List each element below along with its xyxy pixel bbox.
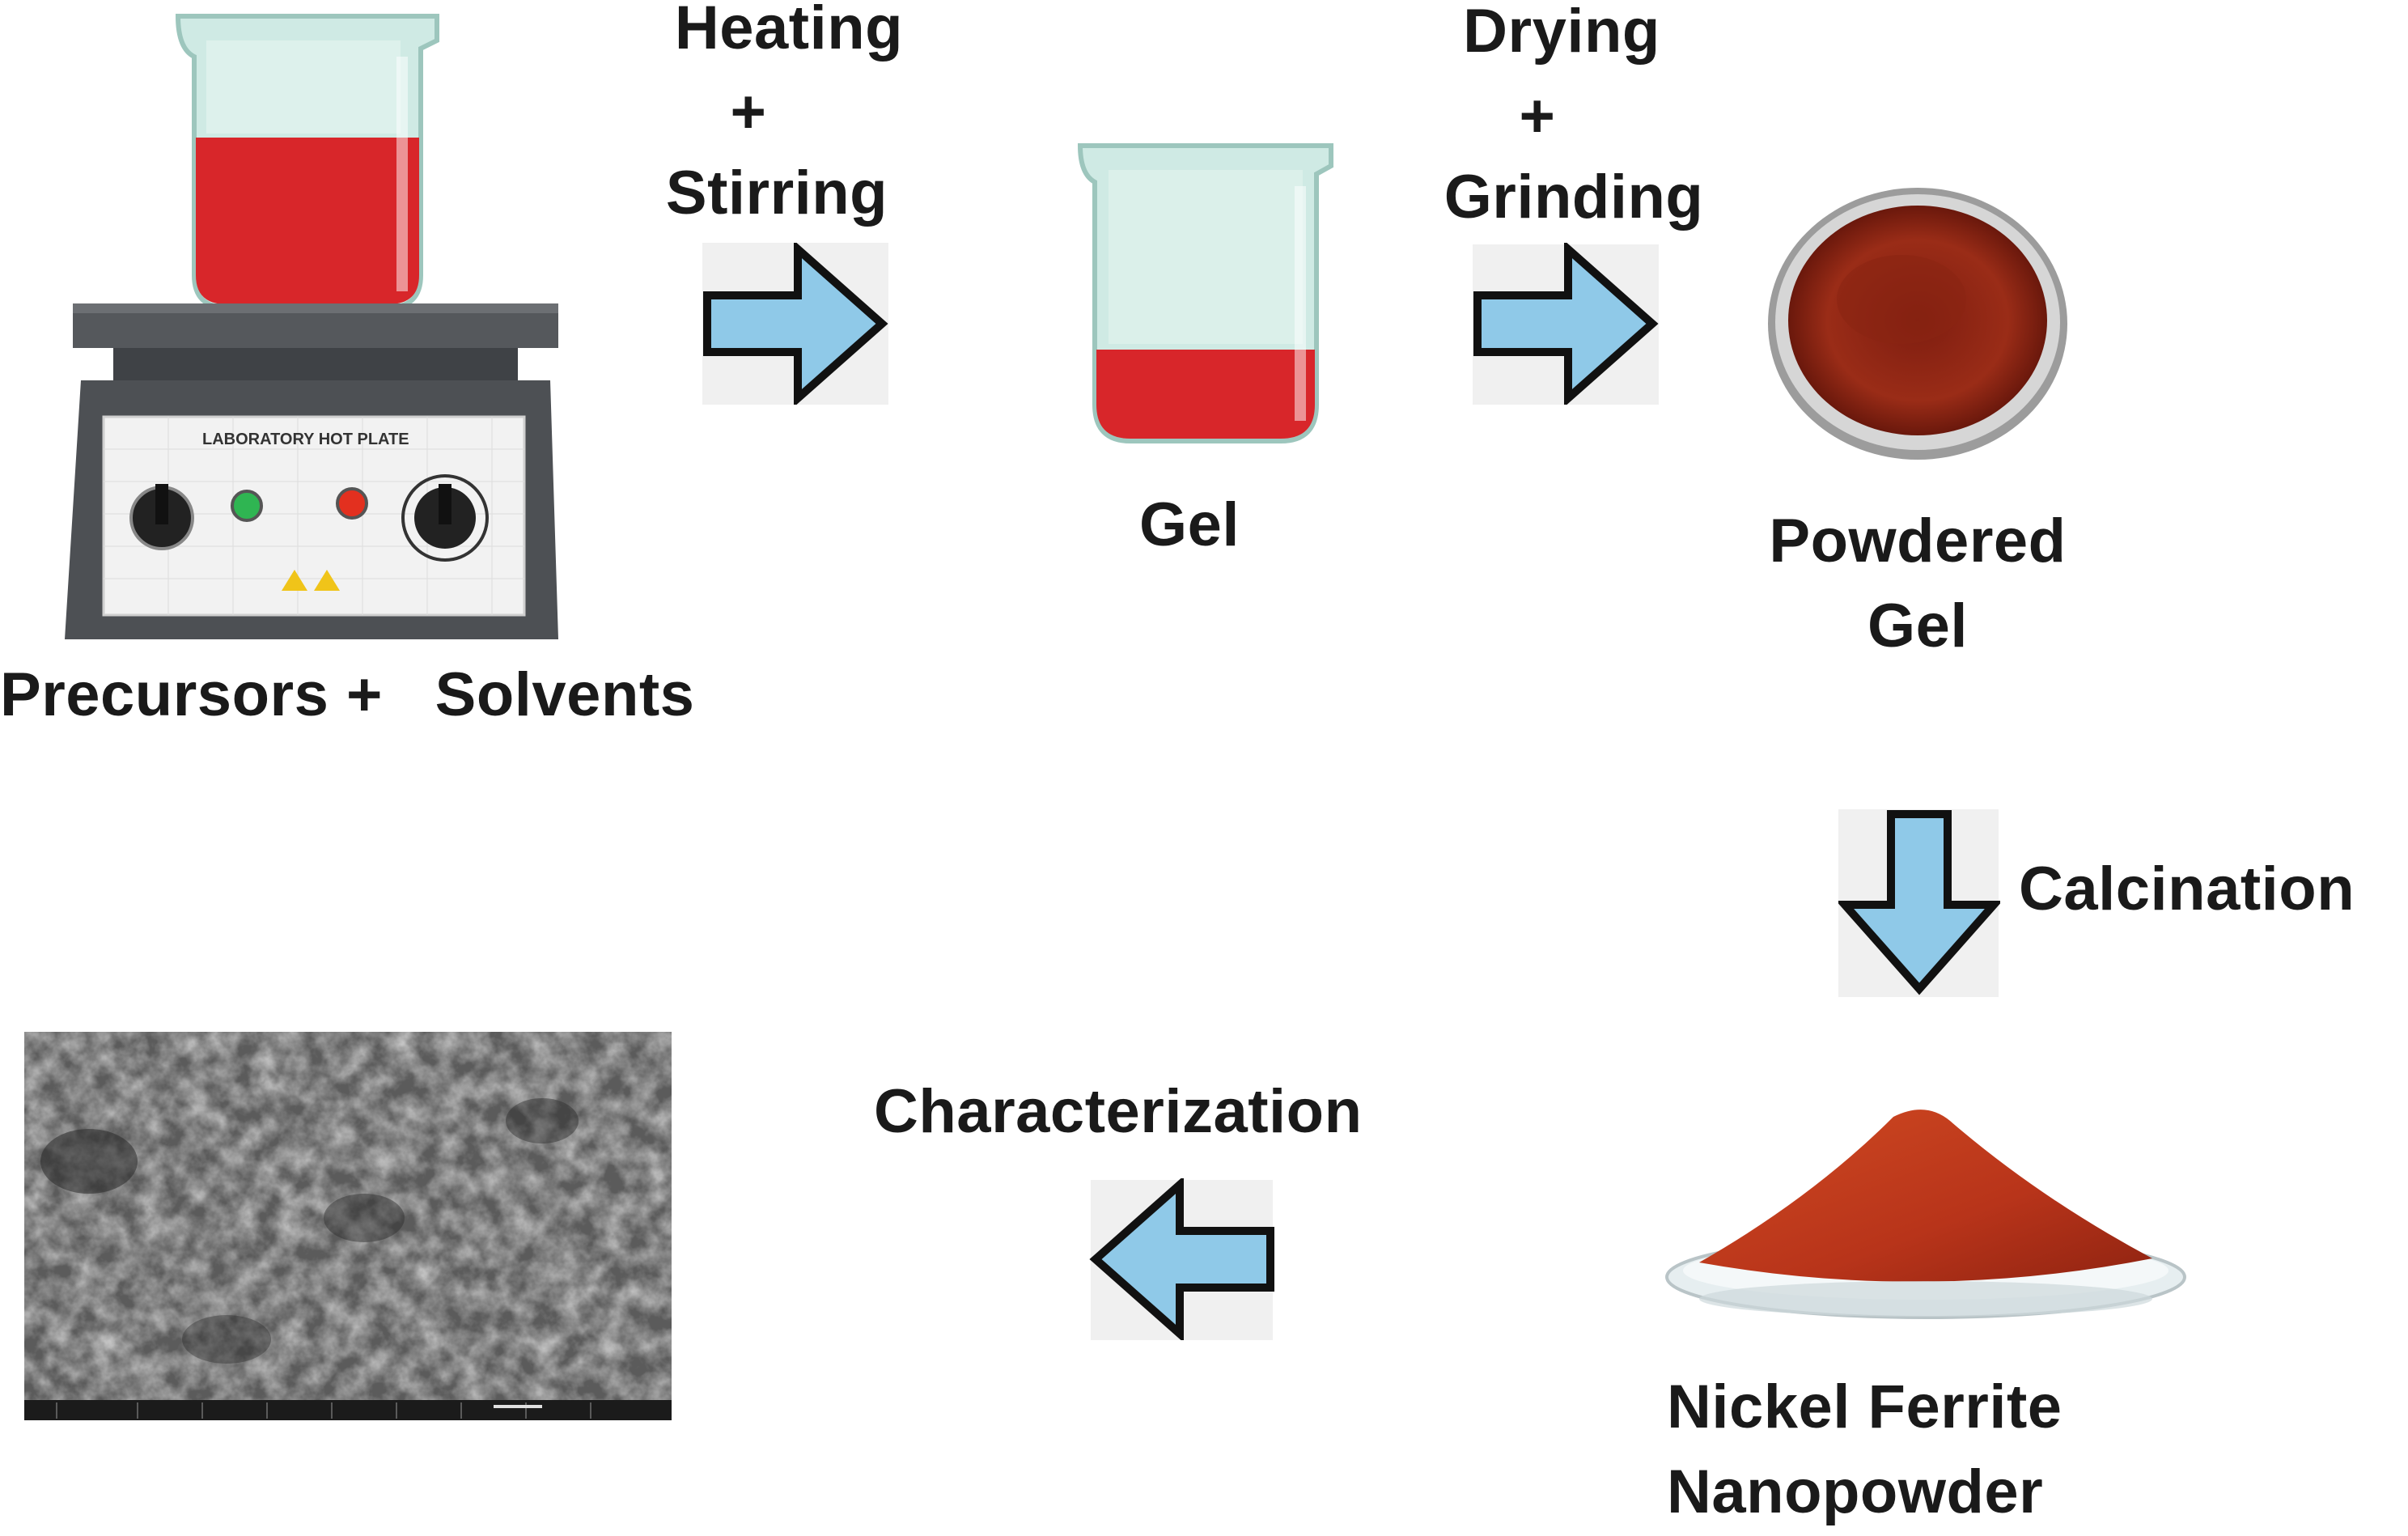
right-arrow-icon [703, 243, 888, 405]
powdered-gel-label-line2: Gel [1867, 592, 1968, 660]
hot-plate-panel-label: LABORATORY HOT PLATE [202, 431, 409, 448]
calcination-label: Calcination [2019, 855, 2355, 923]
sem-micrograph-image [24, 1032, 672, 1420]
heating-label: Heating [674, 0, 904, 62]
characterization-label: Characterization [874, 1077, 1363, 1146]
gel-label: Gel [1139, 490, 1240, 559]
gel-beaker-icon [1077, 143, 1333, 443]
grinding-label: Grinding [1444, 163, 1704, 231]
powdered-gel-label-line1: Powdered [1769, 507, 2067, 575]
hot-plate-illustration [65, 14, 558, 639]
stirring-label: Stirring [665, 159, 888, 227]
drying-label: Drying [1463, 0, 1660, 66]
down-arrow-icon [1838, 810, 2000, 995]
right-arrow-icon [1473, 243, 1659, 405]
nanopowder-dish-icon [1665, 1110, 2186, 1319]
hot-plate-stage: LABORATORY HOT PLATE [65, 8, 566, 647]
powdered-gel-dish-icon [1768, 188, 2067, 460]
drying-plus-label: + [1519, 82, 1556, 151]
precursor-beaker-icon [175, 14, 439, 310]
nanopowder-label-line1: Nickel Ferrite [1667, 1373, 2062, 1441]
precursors-label: Precursors + Solvents [0, 660, 695, 729]
left-arrow-icon [1089, 1178, 1274, 1340]
heating-plus-label: + [730, 78, 767, 146]
nanopowder-label-line2: Nanopowder [1667, 1458, 2044, 1526]
